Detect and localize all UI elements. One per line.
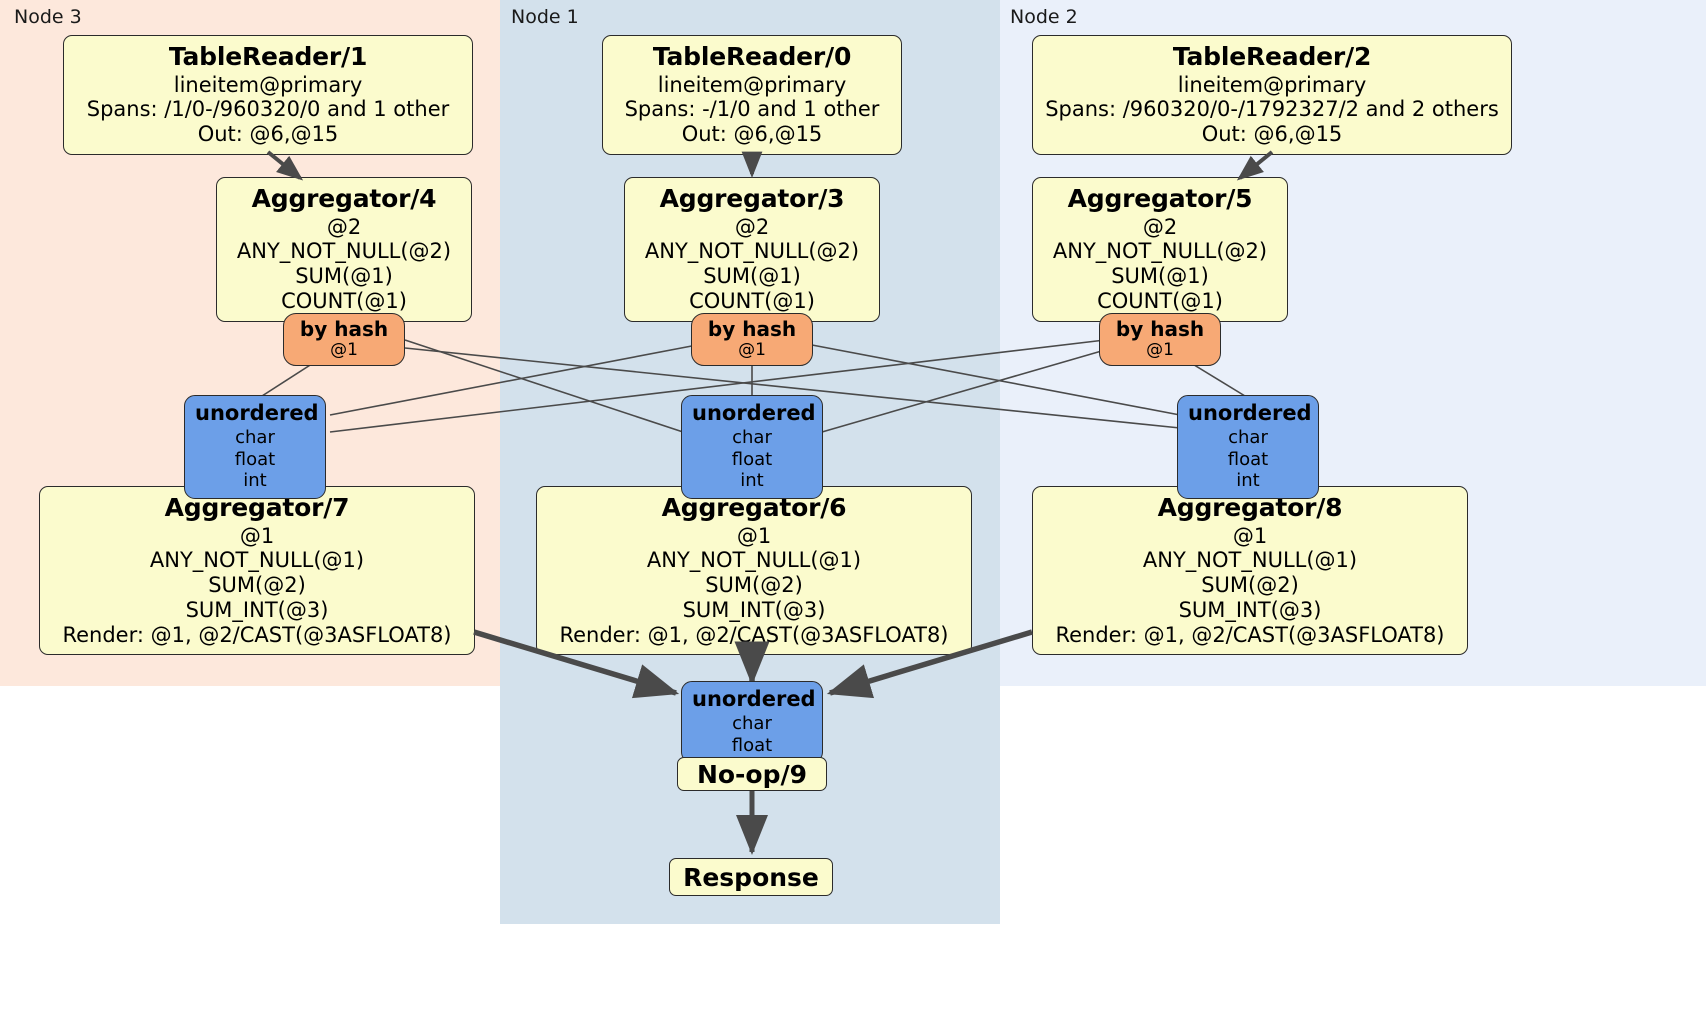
- processor-line: ANY_NOT_NULL(@2): [1052, 239, 1268, 264]
- processor-line: Spans: /960320/0-/1792327/2 and 2 others: [1045, 97, 1499, 122]
- synchronizer-line: int: [243, 470, 267, 492]
- synchronizer-line: char: [235, 427, 275, 449]
- router-title: by hash: [707, 317, 797, 341]
- processor-aggregator-5[interactable]: Aggregator/5 @2 ANY_NOT_NULL(@2) SUM(@1)…: [1032, 177, 1288, 322]
- synchronizer-line: char: [732, 713, 772, 735]
- processor-line: SUM(@1): [1111, 264, 1209, 289]
- synchronizer-title: unordered: [1188, 401, 1312, 425]
- processor-line: SUM_INT(@3): [185, 597, 329, 622]
- synchronizer-unordered-node1[interactable]: unordered char float int: [681, 395, 823, 499]
- synchronizer-unordered-final[interactable]: unordered char float: [681, 681, 823, 764]
- processor-line: lineitem@primary: [1177, 72, 1367, 97]
- synchronizer-title: unordered: [692, 401, 816, 425]
- processor-line: ANY_NOT_NULL(@1): [646, 548, 862, 573]
- processor-line: SUM(@1): [295, 264, 393, 289]
- processor-line: SUM(@1): [703, 264, 801, 289]
- processor-no-op-9[interactable]: No-op/9: [677, 757, 827, 791]
- synchronizer-line: float: [234, 448, 276, 470]
- processor-line: @2: [734, 214, 770, 239]
- router-line: @1: [1146, 339, 1174, 360]
- processor-aggregator-7[interactable]: Aggregator/7 @1 ANY_NOT_NULL(@1) SUM(@2)…: [39, 486, 475, 656]
- response-label: Response: [683, 862, 819, 892]
- node-label-node2: Node 2: [1010, 6, 1078, 28]
- processor-line: ANY_NOT_NULL(@1): [149, 548, 365, 573]
- processor-line: COUNT(@1): [689, 288, 815, 313]
- processor-line: @2: [326, 214, 362, 239]
- processor-tablereader-2[interactable]: TableReader/2 lineitem@primary Spans: /9…: [1032, 35, 1512, 155]
- processor-line: SUM_INT(@3): [1178, 597, 1322, 622]
- processor-line: SUM(@2): [705, 573, 803, 598]
- router-title: by hash: [1115, 317, 1205, 341]
- processor-title: TableReader/2: [1172, 42, 1372, 71]
- synchronizer-title: unordered: [692, 687, 816, 711]
- processor-line: Render: @1, @2/CAST(@3ASFLOAT8): [559, 622, 949, 647]
- processor-title: Aggregator/5: [1067, 184, 1253, 213]
- processor-line: COUNT(@1): [281, 288, 407, 313]
- router-line: @1: [738, 339, 766, 360]
- synchronizer-line: float: [731, 448, 773, 470]
- node-label-node3: Node 3: [14, 6, 82, 28]
- processor-line: @2: [1142, 214, 1178, 239]
- synchronizer-line: char: [1228, 427, 1268, 449]
- node-label-node1: Node 1: [511, 6, 579, 28]
- router-title: by hash: [299, 317, 389, 341]
- processor-line: SUM(@2): [1201, 573, 1299, 598]
- processor-line: @1: [1232, 523, 1268, 548]
- processor-aggregator-4[interactable]: Aggregator/4 @2 ANY_NOT_NULL(@2) SUM(@1)…: [216, 177, 472, 322]
- processor-line: Render: @1, @2/CAST(@3ASFLOAT8): [62, 622, 452, 647]
- processor-aggregator-3[interactable]: Aggregator/3 @2 ANY_NOT_NULL(@2) SUM(@1)…: [624, 177, 880, 322]
- processor-line: lineitem@primary: [173, 72, 363, 97]
- processor-line: Out: @6,@15: [197, 122, 339, 147]
- processor-line: Spans: /1/0-/960320/0 and 1 other: [86, 97, 450, 122]
- synchronizer-line: char: [732, 427, 772, 449]
- processor-line: lineitem@primary: [657, 72, 847, 97]
- synchronizer-line: float: [731, 734, 773, 756]
- processor-line: @1: [736, 523, 772, 548]
- router-by-hash-node2[interactable]: by hash @1: [1099, 313, 1221, 367]
- processor-title: Aggregator/3: [659, 184, 845, 213]
- synchronizer-line: int: [1236, 470, 1260, 492]
- processor-line: Out: @6,@15: [1201, 122, 1343, 147]
- processor-aggregator-8[interactable]: Aggregator/8 @1 ANY_NOT_NULL(@1) SUM(@2)…: [1032, 486, 1468, 656]
- processor-line: Render: @1, @2/CAST(@3ASFLOAT8): [1055, 622, 1445, 647]
- synchronizer-line: int: [740, 470, 764, 492]
- processor-line: Spans: -/1/0 and 1 other: [624, 97, 880, 122]
- router-by-hash-node3[interactable]: by hash @1: [283, 313, 405, 367]
- processor-line: SUM(@2): [208, 573, 306, 598]
- processor-title: TableReader/1: [168, 42, 368, 71]
- processor-line: @1: [239, 523, 275, 548]
- processor-line: Out: @6,@15: [681, 122, 823, 147]
- synchronizer-line: float: [1227, 448, 1269, 470]
- no-op-label: No-op/9: [696, 759, 808, 789]
- processor-title: Aggregator/4: [251, 184, 437, 213]
- router-line: @1: [330, 339, 358, 360]
- processor-line: ANY_NOT_NULL(@2): [236, 239, 452, 264]
- processor-line: SUM_INT(@3): [682, 597, 826, 622]
- router-by-hash-node1[interactable]: by hash @1: [691, 313, 813, 367]
- terminal-response[interactable]: Response: [669, 858, 833, 896]
- processor-tablereader-1[interactable]: TableReader/1 lineitem@primary Spans: /1…: [63, 35, 473, 155]
- processor-line: ANY_NOT_NULL(@1): [1142, 548, 1358, 573]
- processor-line: COUNT(@1): [1097, 288, 1223, 313]
- synchronizer-title: unordered: [195, 401, 319, 425]
- processor-tablereader-0[interactable]: TableReader/0 lineitem@primary Spans: -/…: [602, 35, 902, 155]
- synchronizer-unordered-node2[interactable]: unordered char float int: [1177, 395, 1319, 499]
- processor-aggregator-6[interactable]: Aggregator/6 @1 ANY_NOT_NULL(@1) SUM(@2)…: [536, 486, 972, 656]
- processor-title: TableReader/0: [652, 42, 852, 71]
- processor-line: ANY_NOT_NULL(@2): [644, 239, 860, 264]
- synchronizer-unordered-node3[interactable]: unordered char float int: [184, 395, 326, 499]
